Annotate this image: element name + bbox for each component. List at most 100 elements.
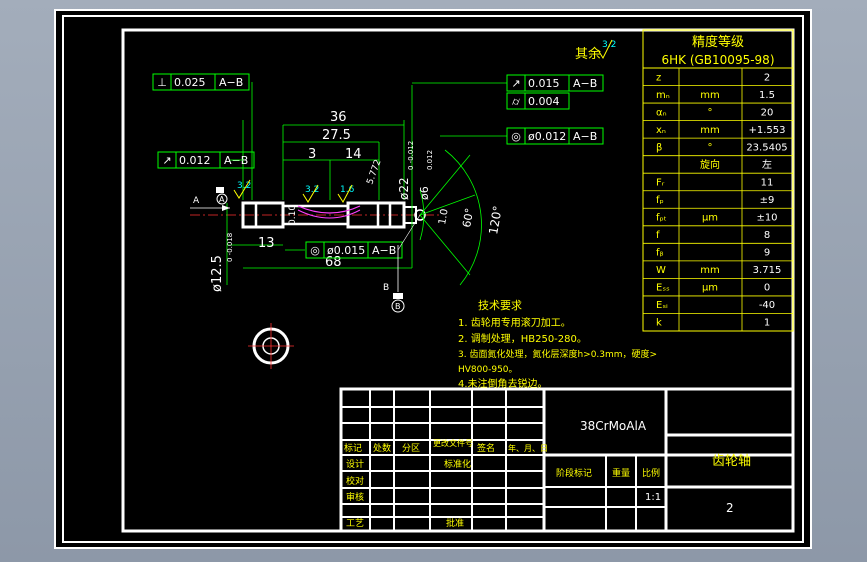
dim-ang120: 120°: [486, 205, 505, 236]
gdt-symbol: ⊥: [157, 76, 167, 89]
gdt-symbol: ◎: [511, 130, 521, 143]
sheet-border-outer: [62, 15, 804, 543]
dim-0-10: 0.10: [288, 205, 298, 225]
precision-row-value: 8: [764, 230, 770, 241]
arrow-label-b: B: [383, 283, 389, 293]
technical-notes: 技术要求 1. 齿轮用专用滚刀加工。 2. 调制处理，HB250-280。 3.…: [458, 299, 657, 390]
precision-title: 精度等级: [692, 34, 744, 50]
gdt-tolerance: 0.015: [528, 77, 560, 90]
precision-row-value: 左: [762, 158, 772, 171]
tb-design: 设计: [346, 458, 364, 470]
tb-scale-label: 比例: [642, 467, 660, 479]
tb-check: 校对: [346, 475, 364, 487]
note-5: 4.未注倒角去锐边。: [458, 377, 548, 390]
precision-standard: 6HK (GB10095-98): [661, 53, 774, 67]
tb-count: 处数: [373, 442, 391, 454]
precision-row-value: 20: [761, 107, 774, 118]
precision-row-unit: μm: [702, 213, 718, 224]
tb-approve: 批准: [446, 517, 464, 529]
gdt-tolerance: ø0.012: [528, 130, 566, 143]
tb-zone: 分区: [402, 443, 420, 454]
precision-row-value: ±10: [756, 213, 777, 224]
precision-row-sym: β: [656, 142, 662, 153]
precision-row-sym: z: [656, 72, 661, 83]
datum-a: A: [219, 195, 225, 204]
precision-row-sym: fₚ: [656, 195, 664, 206]
dimension-texts: 36 27.5 3 14 13 68 ø12.5 ø22 ø6 120° 60°…: [210, 110, 505, 292]
dim-14: 14: [345, 147, 362, 162]
precision-row-value: 11: [761, 177, 774, 188]
precision-row-unit: mm: [700, 265, 719, 276]
precision-row-unit: mm: [700, 125, 719, 136]
tb-stage-mark: 阶段标记: [556, 467, 592, 479]
precision-row-value: 9: [764, 248, 770, 259]
arrow-label-a: A: [193, 196, 200, 206]
precision-row-sym: k: [656, 318, 662, 329]
precision-row-unit: 旋向: [700, 158, 720, 171]
precision-row-sym: Fᵣ: [656, 177, 665, 188]
precision-row-sym: Eₛₛ: [656, 283, 670, 294]
precision-row-value: ±9: [760, 195, 775, 206]
gdt-tolerance: 0.004: [528, 95, 560, 108]
gdt-datum-ref: A−B: [372, 244, 396, 257]
gdt-symbol: ⌭: [512, 95, 520, 108]
precision-row-value: 23.5405: [746, 142, 787, 153]
dim-dia6-tol: 0.012: [426, 150, 434, 170]
gdt-symbol: ↗: [162, 154, 171, 167]
gdt-tolerance: ø0.015: [327, 244, 365, 257]
note-2: 2. 调制处理，HB250-280。: [458, 332, 587, 345]
precision-row-value: -40: [759, 300, 775, 311]
gdt-datum-ref: A−B: [224, 154, 248, 167]
dimensions: [226, 85, 482, 286]
precision-row-sym: αₙ: [656, 107, 667, 118]
precision-row-unit: mm: [700, 90, 719, 101]
gdt-datum-ref: A−B: [573, 130, 597, 143]
precision-row-value: 3.715: [753, 265, 782, 276]
tb-part-name: 齿轮轴: [712, 454, 751, 469]
dim-68: 68: [325, 255, 342, 270]
title-block-text: 标记 处数 分区 更改文件号 签名 年、月、日 设计 标准化 校对 审核 工艺 …: [344, 419, 751, 529]
end-view: [248, 323, 294, 369]
datum-b: B: [395, 302, 401, 311]
sheet-background: [54, 9, 812, 549]
precision-row-unit: °: [708, 107, 713, 118]
datum-markers: A A B B: [190, 187, 421, 313]
dim-dia22: ø22: [397, 177, 411, 200]
tb-signature: 签名: [477, 442, 495, 454]
precision-row-sym: fₚₜ: [656, 213, 667, 224]
gdt-datum-ref: A−B: [219, 76, 243, 89]
roughness-mid2: 1.6: [340, 185, 355, 195]
dim-dia12-5: ø12.5: [210, 255, 225, 292]
tb-drawing-no: 2: [726, 501, 734, 515]
precision-row-unit: μm: [702, 283, 718, 294]
precision-row-value: 0: [764, 283, 770, 294]
dim-dia6: ø6: [418, 186, 431, 200]
dim-3: 3: [308, 147, 316, 162]
gdt-frame: ⌭ 0.004: [506, 92, 570, 110]
tb-weight: 重量: [612, 467, 630, 479]
dim-dia12-5-tol: 0 -0.018: [226, 233, 234, 262]
gdt-frame: ◎ ø0.012 A−B: [506, 127, 604, 145]
dim-27-5: 27.5: [322, 128, 351, 143]
dim-ang10: 1.0: [437, 208, 451, 226]
tb-date: 年、月、日: [508, 443, 548, 453]
note-1: 1. 齿轮用专用滚刀加工。: [458, 316, 571, 329]
precision-row-sym: Eₛᵢ: [656, 300, 668, 311]
gdt-frame: ⊥ 0.025 A−B: [152, 73, 250, 91]
note-4: HV800-950。: [458, 365, 518, 375]
roughness-left: 3.2: [237, 181, 251, 191]
gdt-tolerance: 0.025: [174, 76, 206, 89]
tb-standardize: 标准化: [444, 458, 471, 470]
roughness-mid: 3.2: [305, 185, 319, 195]
precision-row-sym: f: [656, 230, 660, 241]
precision-row-value: 1: [764, 318, 770, 329]
dim-36: 36: [330, 110, 347, 125]
dim-dia22-tol: 0 -0.012: [407, 141, 415, 170]
dim-ang60: 60°: [460, 207, 476, 228]
